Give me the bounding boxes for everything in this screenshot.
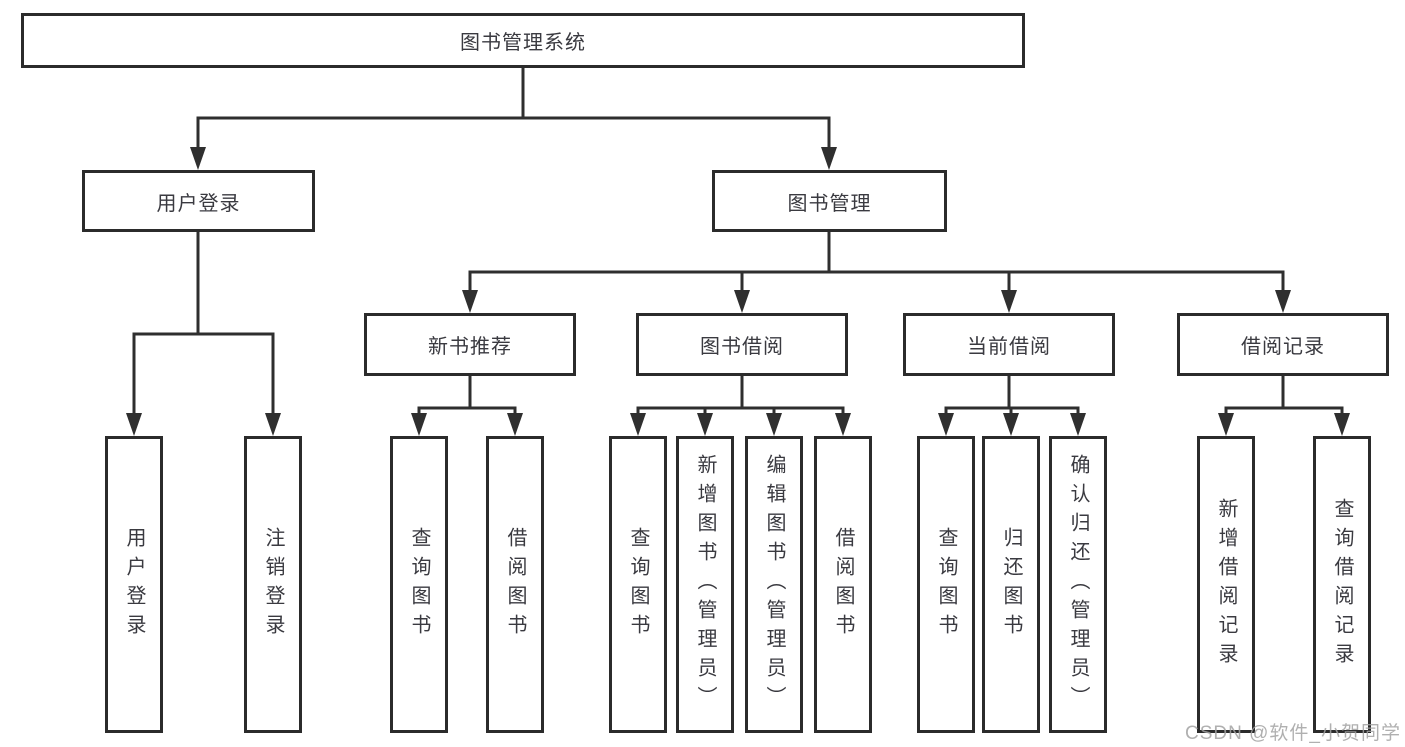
arrowhead bbox=[462, 290, 478, 313]
node-label: 归还图书 bbox=[1000, 526, 1022, 643]
node-leaf-add-borrow-record: 新增借阅记录 bbox=[1197, 436, 1255, 733]
node-label: 新书推荐 bbox=[428, 336, 512, 358]
connector-current-to-leaves bbox=[944, 376, 1080, 418]
connector-newbook-to-leaves bbox=[417, 376, 517, 418]
arrowhead bbox=[1001, 290, 1017, 313]
arrowhead bbox=[1070, 413, 1086, 436]
arrowhead bbox=[630, 413, 646, 436]
node-leaf-return-books: 归还图书 bbox=[982, 436, 1040, 733]
node-label: 编辑图书（管理员） bbox=[763, 454, 785, 715]
arrowhead bbox=[821, 147, 837, 170]
node-label: 图书管理 bbox=[787, 192, 872, 215]
node-label: 新增图书（管理员） bbox=[694, 454, 716, 715]
node-leaf-confirm-return-admin: 确认归还（管理员） bbox=[1049, 436, 1107, 733]
node-label: 借阅图书 bbox=[504, 526, 526, 643]
node-label: 注销登录 bbox=[262, 526, 284, 643]
arrowhead bbox=[835, 413, 851, 436]
arrowhead bbox=[1334, 413, 1350, 436]
arrowhead bbox=[1275, 290, 1291, 313]
arrowhead bbox=[697, 413, 713, 436]
connector-borrow-to-leaves bbox=[636, 376, 845, 418]
node-leaf-query-books-3: 查询图书 bbox=[917, 436, 975, 733]
node-label: 图书借阅 bbox=[700, 336, 784, 358]
node-user-login: 用户登录 bbox=[82, 170, 315, 232]
node-label: 用户登录 bbox=[123, 526, 145, 643]
node-leaf-query-books-2: 查询图书 bbox=[609, 436, 667, 733]
node-label: 图书管理系统 bbox=[460, 32, 586, 54]
node-label: 当前借阅 bbox=[967, 336, 1051, 358]
arrowhead bbox=[734, 290, 750, 313]
arrowhead bbox=[938, 413, 954, 436]
node-leaf-logout: 注销登录 bbox=[244, 436, 302, 733]
node-label: 借阅记录 bbox=[1241, 336, 1325, 358]
node-leaf-edit-books-admin: 编辑图书（管理员） bbox=[745, 436, 803, 733]
arrowheads bbox=[126, 147, 1350, 436]
arrowhead bbox=[265, 413, 281, 436]
node-label: 查询图书 bbox=[935, 526, 957, 643]
node-leaf-borrow-books-2: 借阅图书 bbox=[814, 436, 872, 733]
node-leaf-add-books-admin: 新增图书（管理员） bbox=[676, 436, 734, 733]
node-label: 查询图书 bbox=[408, 526, 430, 643]
node-label: 查询图书 bbox=[627, 526, 649, 643]
node-new-book-recommend: 新书推荐 bbox=[364, 313, 576, 376]
arrowhead bbox=[507, 413, 523, 436]
node-label: 新增借阅记录 bbox=[1215, 497, 1237, 672]
node-book-management: 图书管理 bbox=[712, 170, 947, 232]
node-library-management-system: 图书管理系统 bbox=[21, 13, 1025, 68]
arrowhead bbox=[1003, 413, 1019, 436]
connector-bookmgmt-to-level3 bbox=[468, 232, 1285, 293]
arrowhead bbox=[190, 147, 206, 170]
node-label: 查询借阅记录 bbox=[1331, 497, 1353, 672]
connector-records-to-leaves bbox=[1224, 376, 1344, 418]
connector-root-to-level2 bbox=[196, 68, 831, 150]
connector-userlogin-to-leaves bbox=[132, 232, 275, 418]
node-label: 确认归还（管理员） bbox=[1067, 454, 1089, 715]
node-leaf-borrow-books-1: 借阅图书 bbox=[486, 436, 544, 733]
node-leaf-query-books-1: 查询图书 bbox=[390, 436, 448, 733]
node-label: 借阅图书 bbox=[832, 526, 854, 643]
node-book-borrow: 图书借阅 bbox=[636, 313, 848, 376]
csdn-watermark: CSDN @软件_小贺同学 bbox=[1185, 723, 1401, 744]
node-label: 用户登录 bbox=[156, 192, 241, 215]
node-borrow-records: 借阅记录 bbox=[1177, 313, 1389, 376]
arrowhead bbox=[1218, 413, 1234, 436]
arrowhead bbox=[411, 413, 427, 436]
node-current-borrow: 当前借阅 bbox=[903, 313, 1115, 376]
arrowhead bbox=[126, 413, 142, 436]
node-leaf-user-login: 用户登录 bbox=[105, 436, 163, 733]
arrowhead bbox=[766, 413, 782, 436]
node-leaf-query-borrow-record: 查询借阅记录 bbox=[1313, 436, 1371, 733]
